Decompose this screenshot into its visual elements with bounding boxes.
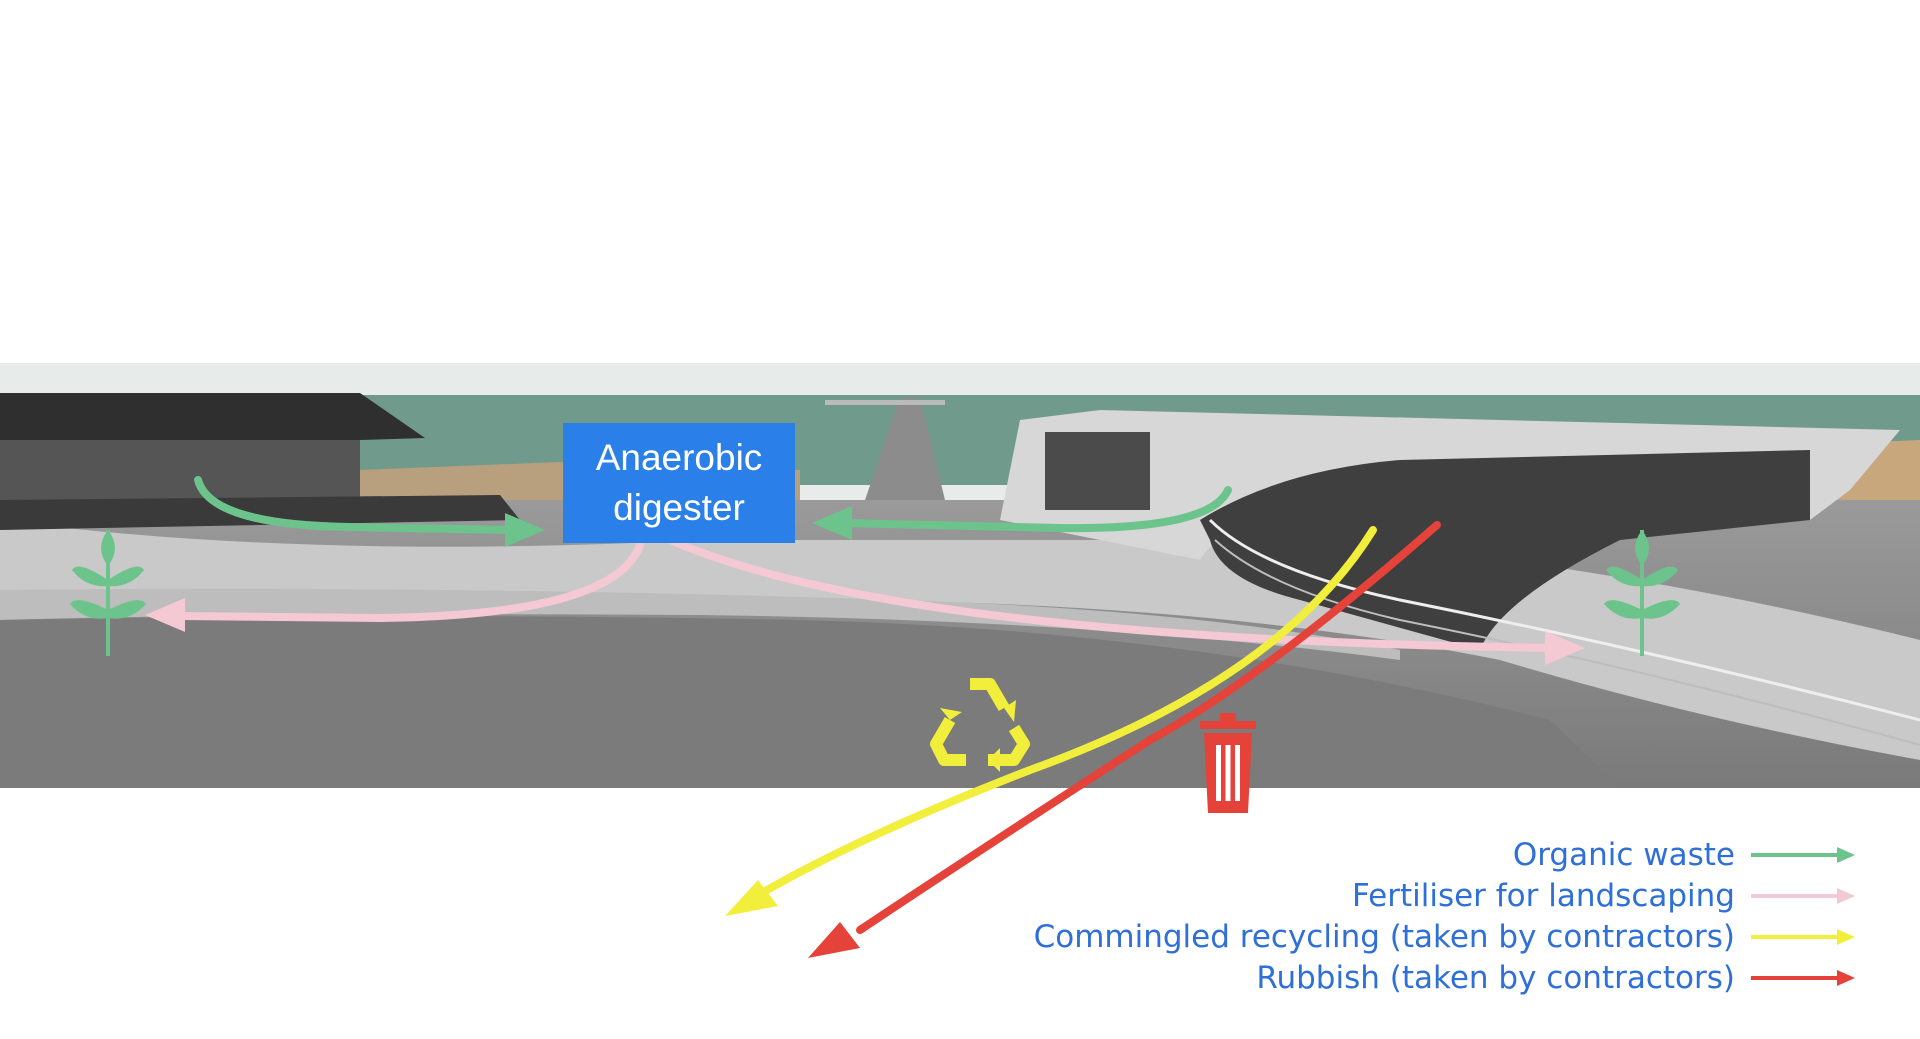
- legend-arrow-organic: [1751, 847, 1855, 863]
- arrowhead: [1545, 631, 1585, 665]
- trash-bin-icon: [1200, 713, 1256, 813]
- organic-waste-arrows: [194, 476, 1232, 534]
- plant-icon: [1604, 530, 1680, 656]
- legend-arrow-fertiliser: [1751, 888, 1855, 904]
- legend-item-recycling: Commingled recycling (taken by contracto…: [1034, 917, 1735, 957]
- legend-label: Fertiliser for landscaping: [1352, 878, 1735, 914]
- legend-label: Organic waste: [1512, 837, 1735, 873]
- digester-line-2: digester: [613, 487, 745, 528]
- legend-label: Commingled recycling (taken by contracto…: [1033, 919, 1735, 955]
- arrowhead: [812, 506, 852, 540]
- rubbish-arrow: [856, 521, 1441, 934]
- legend-arrow-rubbish: [1751, 970, 1855, 986]
- background-scene: [0, 363, 1920, 788]
- arrowhead: [808, 922, 860, 958]
- arrowhead: [505, 513, 545, 547]
- plant-icon: [70, 530, 146, 656]
- recycle-icon: [930, 678, 1030, 772]
- arrowhead: [725, 880, 778, 916]
- legend-arrow-recycling: [1751, 929, 1855, 945]
- legend-item-fertiliser: Fertiliser for landscaping: [1352, 876, 1735, 916]
- arrowhead: [145, 598, 185, 632]
- legend-item-organic-waste: Organic waste: [1513, 835, 1735, 875]
- legend-item-rubbish: Rubbish (taken by contractors): [1256, 958, 1735, 998]
- legend-label: Rubbish (taken by contractors): [1256, 960, 1735, 996]
- recycling-arrow: [746, 526, 1377, 904]
- anaerobic-digester-label: Anaerobic digester: [563, 423, 795, 543]
- fertiliser-arrows: [176, 536, 1564, 652]
- digester-line-1: Anaerobic: [595, 437, 763, 478]
